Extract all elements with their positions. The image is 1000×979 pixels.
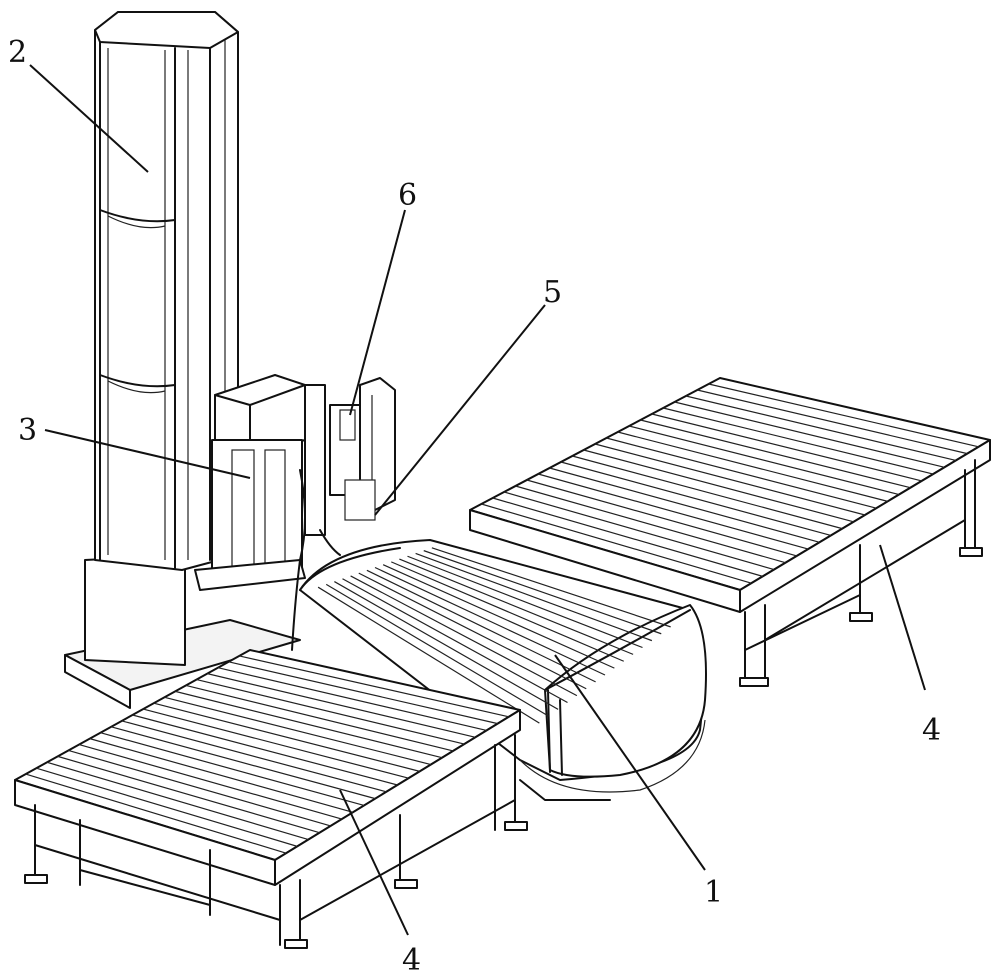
roller: [560, 461, 832, 537]
roller: [431, 547, 671, 628]
roller: [143, 708, 409, 779]
roller: [481, 503, 752, 584]
callout-clamping-device: 6: [398, 178, 417, 213]
roller: [374, 566, 606, 676]
right-conveyor-rollers: [481, 383, 979, 584]
roller: [415, 552, 653, 642]
roller: [25, 773, 287, 854]
roller: [358, 572, 587, 690]
left-conveyor-rollers: [25, 655, 509, 854]
roller: [325, 583, 550, 717]
roller: [78, 743, 342, 820]
callout-mast-column: 2: [8, 35, 27, 70]
leader-4-left: [339, 789, 409, 936]
roller: [164, 696, 432, 766]
roller: [572, 455, 843, 530]
roller: [674, 401, 945, 468]
roller: [68, 749, 331, 827]
left-conveyor: [14, 649, 528, 949]
roller: [334, 581, 559, 710]
callout-turntable: 1: [704, 875, 723, 910]
roller: [121, 720, 387, 793]
turntable-rollers: [317, 547, 671, 724]
roller: [697, 389, 968, 455]
roller: [239, 655, 509, 718]
roller: [594, 443, 866, 516]
roller: [342, 578, 568, 704]
roller: [583, 449, 854, 523]
roller: [708, 383, 979, 448]
roller: [382, 564, 615, 669]
roller: [57, 755, 320, 834]
roller: [617, 431, 888, 502]
roller: [391, 561, 624, 662]
leader-1: [554, 654, 706, 871]
roller: [526, 479, 797, 557]
roller: [399, 558, 634, 655]
leader-2: [29, 64, 149, 173]
roller: [175, 690, 443, 759]
leader-4-right: [879, 544, 926, 691]
leader-6: [349, 209, 406, 416]
roller: [217, 667, 487, 732]
roller: [317, 586, 540, 724]
roller: [685, 395, 957, 462]
roller: [503, 491, 775, 571]
roller: [185, 684, 454, 752]
callout-cutting-device: 5: [543, 275, 562, 310]
roller: [350, 575, 578, 697]
roller: [640, 419, 911, 489]
roller: [515, 485, 786, 564]
film-carriage: [194, 374, 306, 651]
roller: [228, 661, 498, 725]
turntable: [299, 539, 707, 801]
roller: [606, 437, 877, 509]
roller: [663, 407, 934, 475]
roller: [628, 425, 900, 496]
roller: [207, 673, 476, 738]
leader-5: [374, 304, 546, 516]
callout-film-carriage: 3: [18, 413, 37, 448]
clamp-cutter-assembly: [304, 377, 396, 556]
roller: [538, 473, 809, 550]
roller: [423, 550, 662, 635]
roller: [100, 732, 365, 807]
leader-lines: [29, 64, 926, 936]
right-conveyor: [469, 377, 991, 687]
roller: [651, 413, 922, 482]
roller: [46, 761, 309, 841]
roller: [549, 467, 820, 543]
roller: [36, 767, 298, 847]
mast-column: [94, 11, 239, 571]
roller: [110, 726, 376, 800]
roller: [89, 738, 354, 813]
callout-conveyor-left: 4: [402, 943, 421, 978]
roller: [366, 569, 596, 683]
leader-3: [44, 429, 251, 479]
base-plate: [64, 554, 301, 709]
roller: [153, 702, 420, 772]
roller: [492, 497, 763, 577]
callout-conveyor-right: 4: [922, 713, 941, 748]
roller: [132, 714, 398, 786]
roller: [407, 555, 643, 649]
roller: [196, 678, 465, 745]
